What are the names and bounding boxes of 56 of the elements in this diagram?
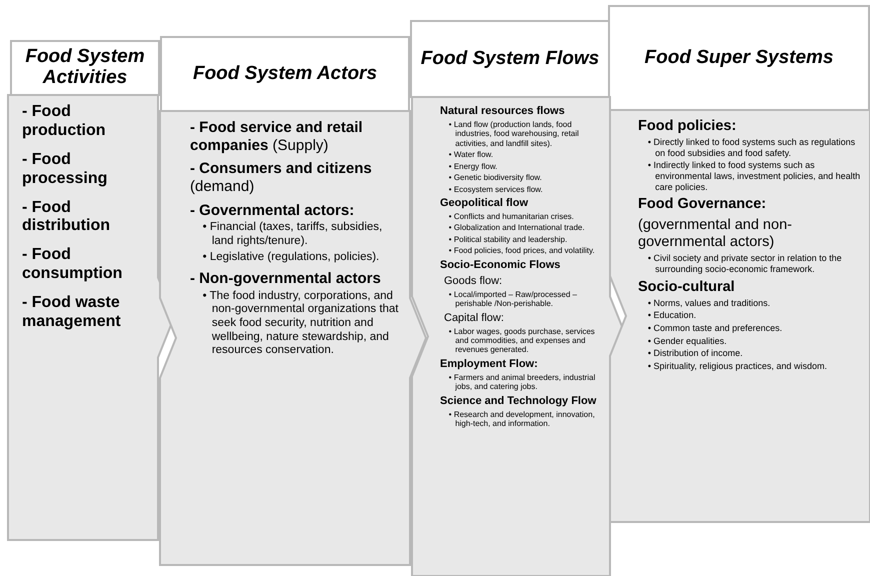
section-heading: - Food waste management [22,294,122,332]
section-heading: - Food service and retail companies (Supply) [190,119,364,154]
header-title: Food System Activities [24,47,146,89]
bullet-item: • Norms, values and traditions. [648,298,772,308]
section-heading: Socio-cultural [638,278,736,296]
header-title: Food System Actors [192,64,378,84]
subheading: Capital flow: [443,312,505,325]
bullet-item: • Gender equalities. [648,336,728,346]
header-title: Food Super Systems [644,48,834,68]
bullet-item: • Education. [648,310,698,322]
header-title: Food System Flows [420,48,600,70]
section-heading: Employment Flow: [440,358,539,371]
bullet-item: • Common taste and preferences. [648,323,784,334]
header-box [410,20,610,98]
section-heading: Food Governance: [638,196,768,214]
bullet-item: • Farmers and animal breeders, industrial jobs, and catering jobs. [448,372,596,392]
bullet-item: • Local/imported – Raw/processed – perishable /Non-perishable. [448,290,578,309]
bullet-item: • Ecosystem services flow. [448,184,544,194]
section-heading: Geopolitical flow [440,197,530,210]
header-box [10,40,160,96]
chevron-panel [8,95,174,540]
bullet-item: • Legislative (regulations, policies). [202,250,380,264]
bullet-item: • Political stability and leadership. [448,234,568,244]
chevron-panel [160,111,426,565]
section-heading: - Food production [22,103,107,141]
bullet-item: • Civil society and private sector in relation to the surrounding socio-economic framework. [648,253,843,275]
section-heading: Socio-Economic Flows [440,258,562,272]
bullet-item: • Land flow (production lands, food industries, food warehousing, retail activities, and landfill sites). [448,120,580,148]
section-heading: Natural resources flows [440,105,566,118]
bullet-item: • Labor wages, goods purchase, services and commodities, and expenses and revenues generated. [448,326,596,355]
header-box [608,5,870,111]
section-heading: Science and Technology Flow [440,394,598,408]
header-box [160,36,410,112]
bullet-item: • Genetic biodiversity flow. [448,173,543,183]
bullet-item: • Water flow. [448,150,494,160]
bullet-item: • Distribution of income. [648,348,744,359]
bullet-item: • Conflicts and humanitarian crises. [448,212,575,222]
bullet-item: • Globalization and International trade. [448,223,586,233]
subheading: (governmental and non-governmental actors) [638,217,793,252]
bullet-item: • Indirectly linked to food systems such as environmental laws, investment policies, and health care policies. [648,160,862,192]
section-heading: - Consumers and citizens (demand) [190,160,373,196]
section-heading: - Food processing [22,150,108,188]
section-heading: - Non-governmental actors [190,270,382,288]
subheading: Goods flow: [443,274,504,288]
section-heading: - Food consumption [22,246,124,284]
section-heading: - Food distribution [22,198,111,236]
section-heading: - Governmental actors: [190,202,356,220]
bullet-item: • Food policies, food prices, and volatility. [448,246,596,256]
bullet-item: • Research and development, innovation, high-tech, and information. [448,410,596,429]
bullet-item: • Directly linked to food systems such as regulations on food subsidies and food safety. [648,137,856,158]
section-heading: Food policies: [638,118,738,136]
chevron-panel [610,110,870,522]
bullet-item: • The food industry, corporations, and non-governmental organizations that seek food security, nutrition and wellbeing, nature stewardship, and resources conservation. [202,290,400,358]
bullet-item: • Financial (taxes, tariffs, subsidies, land rights/tenure). [202,221,384,249]
bullet-item: • Energy flow. [448,162,498,172]
bullet-item: • Spirituality, religious practices, and wisdom. [648,360,828,372]
